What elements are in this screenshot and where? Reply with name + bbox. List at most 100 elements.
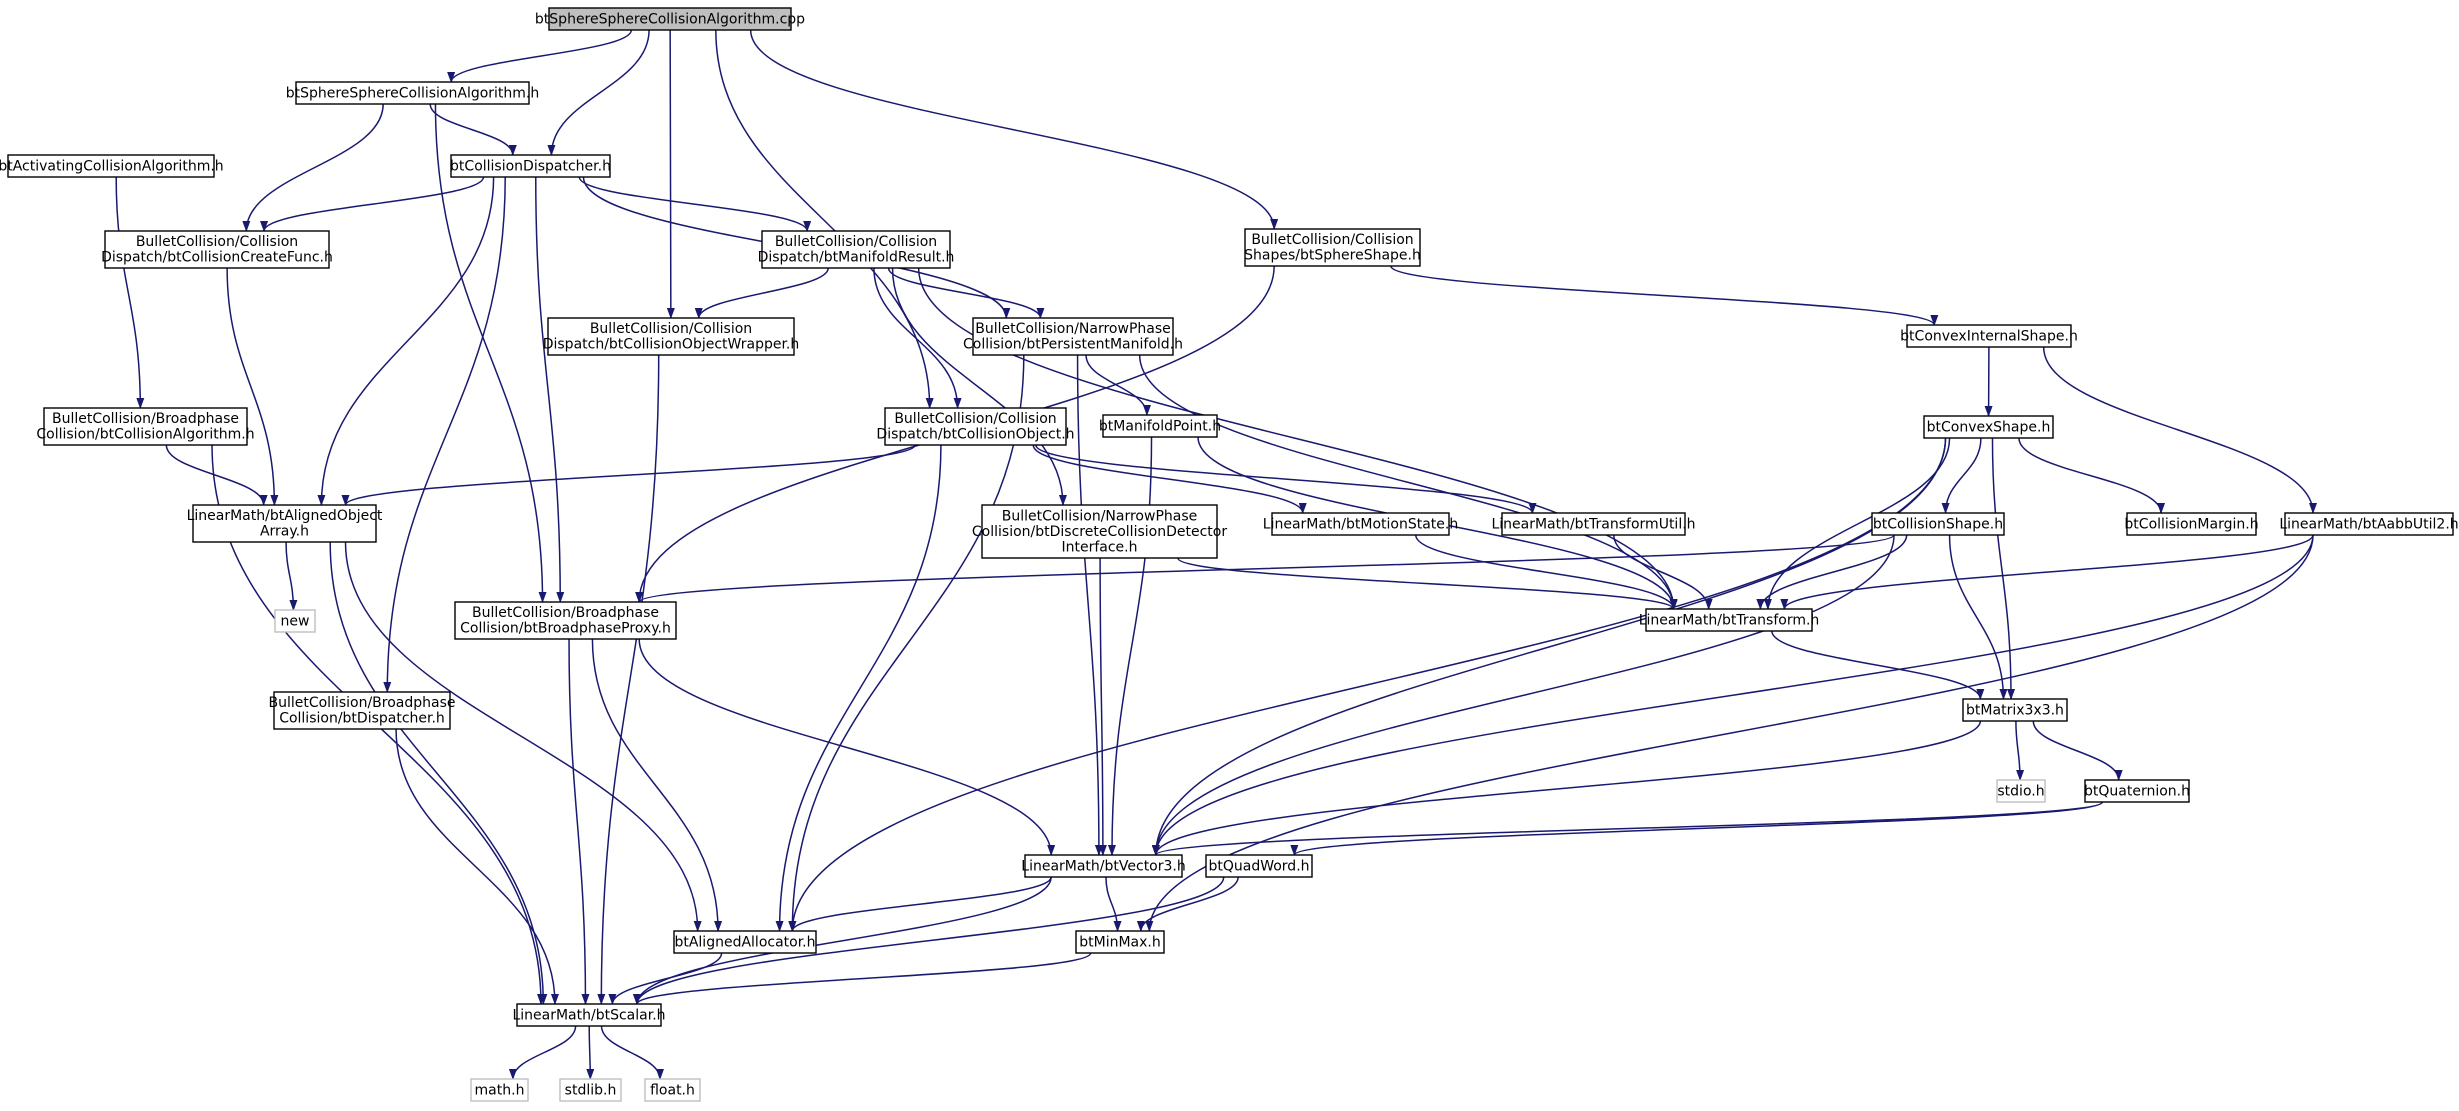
- node-box: [1923, 415, 2054, 439]
- node-box: [547, 317, 795, 356]
- node-bulletcollision-narrowphase-collision-btdiscretecollisiondetector-interface-h[interactable]: BulletCollision/NarrowPhaseCollision/btD…: [972, 504, 1227, 559]
- edge-btspherespherecollisionalgorithm-h-to-btcollisiondispatcher-h: [429, 103, 517, 156]
- node-label-line: Dispatch/btCollisionObject.h: [876, 427, 1074, 443]
- node-btcollisiondispatcher-h[interactable]: btCollisionDispatcher.h: [450, 154, 611, 178]
- node-label-line: stdio.h: [1997, 783, 2044, 799]
- edge-bulletcollision-broadphase-collision-btbroadphaseproxy-h-to-linearmath-btscalar-h: [568, 638, 590, 1005]
- node-bulletcollision-broadphase-collision-btbroadphaseproxy-h[interactable]: BulletCollision/BroadphaseCollision/btBr…: [454, 601, 677, 640]
- edge-bulletcollision-collision-dispatch-btcollisioncreatefunc-h-to-linearmath-btalignedobject-array-h: [226, 267, 279, 506]
- edge-bulletcollision-broadphase-collision-btdispatcher-h-to-linearmath-btscalar-h: [395, 728, 559, 1005]
- node-label-line: LinearMath/btAabbUtil2.h: [2279, 516, 2458, 532]
- edge-btquaternion-h-to-btquadword-h: [1290, 801, 2104, 856]
- node-label-line: LinearMath/btTransformUtil.h: [1491, 516, 1695, 532]
- edge-linearmath-btvector3-h-to-linearmath-btscalar-h: [633, 876, 1052, 1005]
- node-label-line: btSphereSphereCollisionAlgorithm.cpp: [535, 11, 805, 27]
- node-btcollisionshape-h[interactable]: btCollisionShape.h: [1871, 512, 2005, 536]
- node-btminmax-h[interactable]: btMinMax.h: [1075, 930, 1165, 954]
- node-btquadword-h[interactable]: btQuadWord.h: [1205, 854, 1313, 878]
- edge-btcollisiondispatcher-h-to-bulletcollision-collision-dispatch-btcollisioncreatefunc-h: [260, 176, 485, 232]
- node-label-line: Dispatch/btManifoldResult.h: [758, 250, 955, 266]
- node-box: [1075, 930, 1165, 954]
- node-label-line: stdlib.h: [565, 1082, 617, 1098]
- node-box: [673, 930, 817, 954]
- node-label-line: btSphereSphereCollisionAlgorithm.h: [286, 85, 540, 101]
- node-box: [981, 504, 1218, 559]
- node-label-line: LinearMath/btTransform.h: [1639, 612, 1820, 628]
- node-btspherespherecollisionalgorithm-h[interactable]: btSphereSphereCollisionAlgorithm.h: [286, 81, 540, 105]
- node-box: [516, 1003, 662, 1027]
- node-label-line: btCollisionMargin.h: [2124, 516, 2258, 532]
- edge-linearmath-btaabbutil2-h-to-linearmath-btvector3-h: [1151, 534, 2314, 856]
- edge-btalignedallocator-h-to-linearmath-btscalar-h: [608, 952, 723, 1005]
- edge-btminmax-h-to-linearmath-btscalar-h: [633, 952, 1092, 1005]
- node-label-line: btQuadWord.h: [1208, 858, 1309, 874]
- edge-bulletcollision-collision-dispatch-btcollisionobject-h-to-btalignedallocator-h: [775, 444, 942, 932]
- node-box: [2126, 512, 2257, 536]
- edge-linearmath-btalignedobject-array-h-to-linearmath-btscalar-h: [329, 541, 548, 1005]
- node-box: [192, 504, 377, 543]
- edge-bulletcollision-collision-dispatch-btmanifoldresult-h-to-bulletcollision-collision-dispatch-btcollisionobjectwrapper-h: [694, 267, 829, 319]
- node-box: [1996, 779, 2046, 803]
- node-label-line: Collision/btDispatcher.h: [279, 711, 445, 727]
- node-box: [1102, 414, 1218, 438]
- node-bulletcollision-narrowphase-collision-btpersistentmanifold-h[interactable]: BulletCollision/NarrowPhaseCollision/btP…: [963, 317, 1183, 356]
- node-label-line: Dispatch/btCollisionObjectWrapper.h: [543, 337, 800, 353]
- node-box: [7, 154, 215, 178]
- node-bulletcollision-collision-dispatch-btcollisionobject-h[interactable]: BulletCollision/CollisionDispatch/btColl…: [876, 407, 1075, 446]
- node-linearmath-bttransformutil-h[interactable]: LinearMath/btTransformUtil.h: [1491, 512, 1696, 536]
- node-label-line: btCollisionShape.h: [1873, 516, 2003, 532]
- node-label-line: btCollisionDispatcher.h: [450, 158, 611, 174]
- node-label-line: BulletCollision/Collision: [136, 234, 298, 250]
- edge-btspherespherecollisionalgorithm-cpp-to-btcollisiondispatcher-h: [547, 29, 650, 156]
- edge-btspherespherecollisionalgorithm-cpp-to-bulletcollision-collision-dispatch-btcollisionobjectwrapper-h: [666, 29, 675, 319]
- node-label-line: btManifoldPoint.h: [1099, 418, 1221, 434]
- node-bulletcollision-collision-shapes-btsphereshape-h[interactable]: BulletCollision/CollisionShapes/btSphere…: [1244, 228, 1421, 267]
- node-linearmath-btscalar-h[interactable]: LinearMath/btScalar.h: [512, 1003, 666, 1027]
- edge-bulletcollision-narrowphase-collision-btpersistentmanifold-h-to-linearmath-btvector3-h: [1076, 354, 1103, 856]
- node-new: new: [274, 609, 316, 633]
- node-box: [1645, 608, 1813, 632]
- edge-linearmath-bttransformutil-h-to-linearmath-bttransform-h: [1613, 534, 1713, 610]
- node-box: [884, 407, 1067, 446]
- edge-btquaternion-h-to-linearmath-btvector3-h: [1152, 801, 2104, 856]
- node-btspherespherecollisionalgorithm-cpp[interactable]: btSphereSphereCollisionAlgorithm.cpp: [535, 7, 805, 31]
- edge-linearmath-btscalar-h-to-stdlib-h: [586, 1025, 595, 1080]
- node-bulletcollision-collision-dispatch-btcollisionobjectwrapper-h[interactable]: BulletCollision/CollisionDispatch/btColl…: [543, 317, 800, 356]
- edge-linearmath-btaabbutil2-h-to-btminmax-h: [1145, 534, 2314, 932]
- node-bulletcollision-collision-dispatch-btmanifoldresult-h[interactable]: BulletCollision/CollisionDispatch/btMani…: [758, 230, 955, 269]
- node-label-line: btActivatingCollisionAlgorithm.h: [0, 158, 224, 174]
- edge-btcollisionshape-h-to-bulletcollision-broadphase-collision-btbroadphaseproxy-h: [635, 534, 1895, 603]
- edge-btmanifoldpoint-h-to-linearmath-btvector3-h: [1107, 436, 1153, 856]
- node-btquaternion-h[interactable]: btQuaternion.h: [2084, 779, 2190, 803]
- edge-bulletcollision-collision-dispatch-btmanifoldresult-h-to-bulletcollision-collision-dispatch-btcollisionobject-h: [873, 267, 962, 409]
- node-btalignedallocator-h[interactable]: btAlignedAllocator.h: [673, 930, 817, 954]
- edge-linearmath-btalignedobject-array-h-to-btalignedallocator-h: [344, 541, 702, 932]
- node-linearmath-btvector3-h[interactable]: LinearMath/btVector3.h: [1021, 854, 1186, 878]
- node-linearmath-btmotionstate-h[interactable]: LinearMath/btMotionState.h: [1263, 512, 1458, 536]
- node-box: [972, 317, 1174, 356]
- node-stdlib-h: stdlib.h: [559, 1078, 622, 1102]
- node-linearmath-bttransform-h[interactable]: LinearMath/btTransform.h: [1639, 608, 1820, 632]
- edge-bulletcollision-broadphase-collision-btbroadphaseproxy-h-to-linearmath-btvector3-h: [638, 638, 1056, 856]
- node-bulletcollision-collision-dispatch-btcollisioncreatefunc-h[interactable]: BulletCollision/CollisionDispatch/btColl…: [101, 230, 333, 269]
- node-btactivatingcollisionalgorithm-h[interactable]: btActivatingCollisionAlgorithm.h: [0, 154, 224, 178]
- edge-btcollisionshape-h-to-btmatrix3x3-h: [1948, 534, 2008, 700]
- edge-btspherespherecollisionalgorithm-h-to-bulletcollision-broadphase-collision-btbroadphaseproxy-h: [434, 103, 547, 603]
- node-box: [104, 230, 330, 269]
- edge-bulletcollision-narrowphase-collision-btpersistentmanifold-h-to-linearmath-bttransform-h: [1138, 354, 1678, 610]
- node-label-line: btConvexInternalShape.h: [1900, 328, 2078, 344]
- node-bulletcollision-broadphase-collision-btdispatcher-h[interactable]: BulletCollision/BroadphaseCollision/btDi…: [268, 691, 456, 730]
- node-btcollisionmargin-h[interactable]: btCollisionMargin.h: [2124, 512, 2259, 536]
- node-linearmath-btaabbutil2-h[interactable]: LinearMath/btAabbUtil2.h: [2279, 512, 2459, 536]
- node-btmanifoldpoint-h[interactable]: btManifoldPoint.h: [1099, 414, 1221, 438]
- node-btconvexinternalshape-h[interactable]: btConvexInternalShape.h: [1900, 324, 2078, 348]
- edge-linearmath-btvector3-h-to-btalignedallocator-h: [788, 876, 1052, 932]
- node-label-line: BulletCollision/Collision: [590, 321, 752, 337]
- node-btconvexshape-h[interactable]: btConvexShape.h: [1923, 415, 2054, 439]
- node-box: [470, 1078, 529, 1102]
- node-btmatrix3x3-h[interactable]: btMatrix3x3.h: [1962, 698, 2068, 722]
- node-label-line: btMatrix3x3.h: [1966, 702, 2064, 718]
- node-bulletcollision-broadphase-collision-btcollisionalgorithm-h[interactable]: BulletCollision/BroadphaseCollision/btCo…: [36, 407, 255, 446]
- node-label-line: LinearMath/btVector3.h: [1021, 858, 1185, 874]
